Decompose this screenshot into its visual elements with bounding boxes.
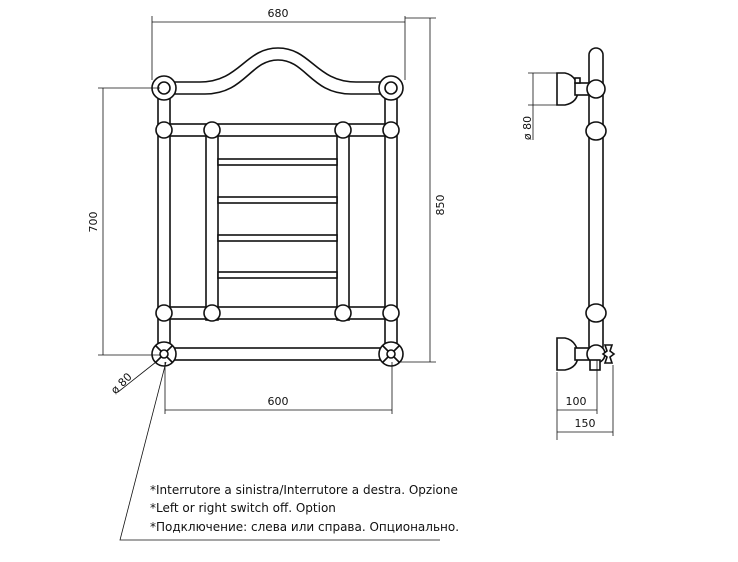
dim-side-diameter-label: ø 80 xyxy=(521,116,534,140)
option-notes: *Interrutore a sinistra/Interrutore a de… xyxy=(150,483,459,534)
lower-bar xyxy=(162,306,393,320)
front-view: 680 700 850 600 ø 80 xyxy=(87,7,447,541)
note-leader-line xyxy=(119,361,440,541)
dim-150: 150 xyxy=(557,365,614,436)
note-italian: *Interrutore a sinistra/Interrutore a de… xyxy=(150,483,458,497)
dim-850-label: 850 xyxy=(434,195,447,216)
dim-680-label: 680 xyxy=(268,7,289,20)
dim-600: 600 xyxy=(164,362,393,414)
rungs xyxy=(217,158,338,279)
note-english: *Left or right switch off. Option xyxy=(150,501,336,515)
dim-700: 700 xyxy=(87,87,160,356)
side-valve-icon xyxy=(601,344,616,364)
dim-850: 850 xyxy=(398,17,447,363)
dim-valve-diameter-label: ø 80 xyxy=(108,370,134,396)
dim-valve-diameter: ø 80 xyxy=(108,361,157,397)
dim-150-label: 150 xyxy=(575,417,596,430)
dim-100-label: 100 xyxy=(566,395,587,408)
dim-700-label: 700 xyxy=(87,212,100,233)
dim-680: 680 xyxy=(151,7,406,80)
bottom-bar xyxy=(162,347,393,361)
left-valve-icon xyxy=(151,341,177,367)
dim-side-diameter: ø 80 xyxy=(521,72,560,140)
inner-left-post xyxy=(205,124,219,321)
side-view: ø 80 100 150 xyxy=(521,47,616,440)
note-russian: *Подключение: слева или справа. Опционал… xyxy=(150,520,459,534)
right-valve-icon xyxy=(378,341,404,367)
inner-right-post xyxy=(336,124,350,321)
dim-600-label: 600 xyxy=(268,395,289,408)
top-arch xyxy=(163,47,392,95)
top-bar xyxy=(162,123,393,137)
dim-100: 100 xyxy=(556,360,598,440)
joint-balls xyxy=(151,75,404,322)
